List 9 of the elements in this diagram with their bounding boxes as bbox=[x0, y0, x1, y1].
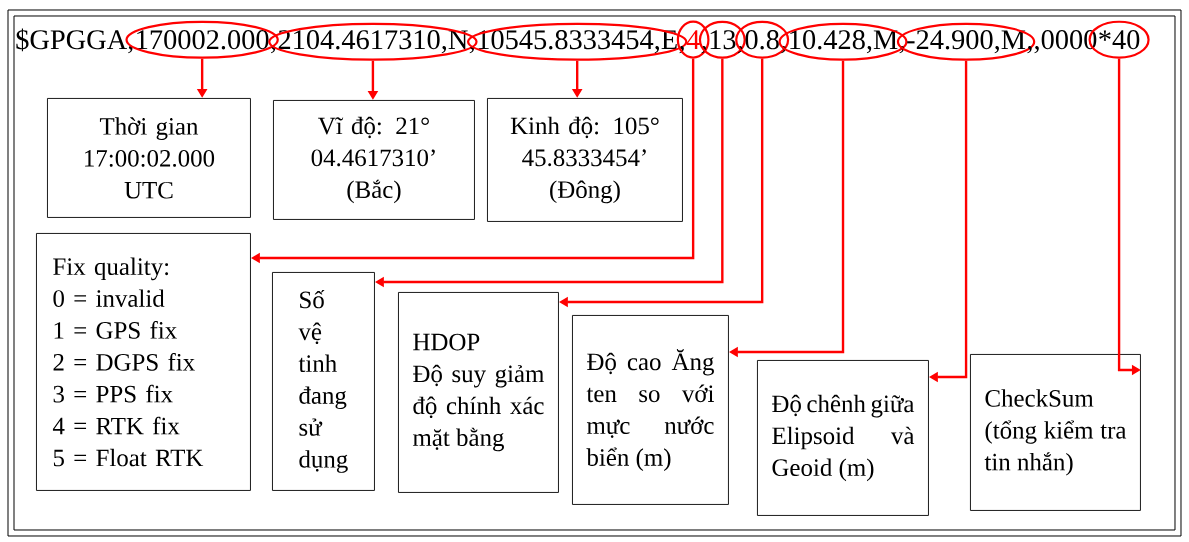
text-box: HDOP Độ suy giảm độ chính xác mặt bằng bbox=[398, 292, 559, 493]
text-box: Fix quality: 0 = invalid 1 = GPS fix 2 = DGPS fix 3 = PPS fix 4 = RTK fix 5 = Float RTK bbox=[36, 233, 251, 491]
text-box: Số vệ tinh đang sử dụng bbox=[272, 272, 375, 491]
text-box: Thời gian 17:00:02.000 UTC bbox=[47, 98, 251, 218]
text-box: Kinh độ: 105° 45.8333454’ (Đông) bbox=[487, 98, 683, 222]
text-box: CheckSum (tổng kiểm tra tin nhắn) bbox=[970, 354, 1141, 511]
text-box: Độ cao Ăng ten so với mực nước biển (m) bbox=[572, 315, 729, 505]
text-box: Độ chênh giữa Elipsoid và Geoid (m) bbox=[757, 360, 929, 516]
text-box: Vĩ độ: 21° 04.4617310’ (Bắc) bbox=[273, 100, 475, 220]
